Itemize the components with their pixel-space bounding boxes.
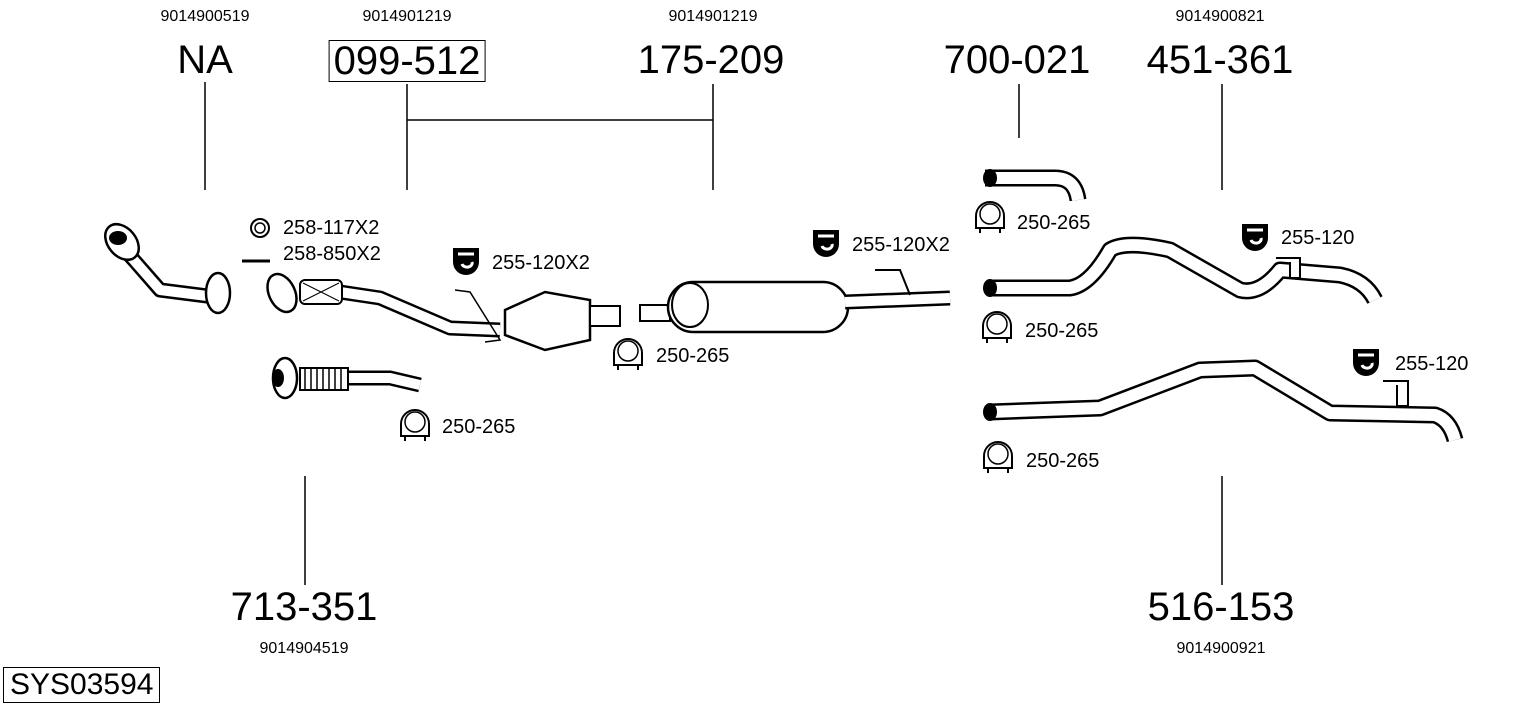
ref-number: 9014900921 — [1176, 640, 1266, 657]
accessory-label: 255-120 — [1395, 353, 1469, 375]
accessory-label: 250-265 — [656, 345, 730, 367]
gasket-ring-icon — [250, 218, 270, 238]
part-number: 516-153 — [1147, 585, 1295, 629]
part-number: 175-209 — [637, 38, 785, 82]
accessory-label: 255-120 — [1281, 227, 1355, 249]
accessory-label: 258-117X2 — [283, 217, 380, 239]
part-number: NA — [177, 38, 233, 82]
clamp-icon — [982, 311, 1012, 344]
rubber-hanger-icon — [811, 228, 841, 259]
accessory-label: 258-850X2 — [283, 243, 381, 265]
accessory-label: 250-265 — [1017, 212, 1091, 234]
clamp-icon — [400, 409, 430, 442]
accessory-label: 250-265 — [1026, 450, 1100, 472]
accessory-label: 250-265 — [1025, 320, 1099, 342]
pipe-700-021-drawing — [983, 169, 1087, 202]
front-pipe-na-drawing — [104, 222, 232, 315]
clamp-icon — [613, 338, 643, 371]
leader-lines — [204, 82, 1223, 585]
muffler-175-209-drawing — [639, 269, 951, 334]
ref-number: 9014901219 — [668, 8, 758, 25]
accessory-label: 255-120X2 — [492, 252, 590, 274]
part-number: 713-351 — [230, 585, 378, 629]
system-id: SYS03594 — [3, 667, 161, 703]
ref-number: 9014900821 — [1175, 8, 1265, 25]
part-number: 451-361 — [1146, 38, 1294, 82]
ref-number: 9014901219 — [362, 8, 452, 25]
rubber-hanger-icon — [451, 246, 481, 277]
part-number-boxed: 099-512 — [328, 40, 486, 82]
accessory-label: 250-265 — [442, 416, 516, 438]
rubber-hanger-icon — [1351, 347, 1381, 378]
clamp-icon — [983, 441, 1013, 474]
accessory-label: 255-120X2 — [852, 234, 950, 256]
clamp-icon — [975, 201, 1005, 234]
ref-number: 9014900519 — [160, 8, 250, 25]
pipe-451-361-drawing — [983, 236, 1383, 305]
rubber-hanger-icon — [1240, 222, 1270, 253]
part-number: 700-021 — [943, 38, 1091, 82]
pipe-713-351-drawing — [271, 356, 422, 400]
pipe-099-512-drawing — [266, 272, 621, 352]
ref-number: 9014904519 — [259, 640, 349, 657]
pipe-516-153-drawing — [983, 359, 1464, 443]
